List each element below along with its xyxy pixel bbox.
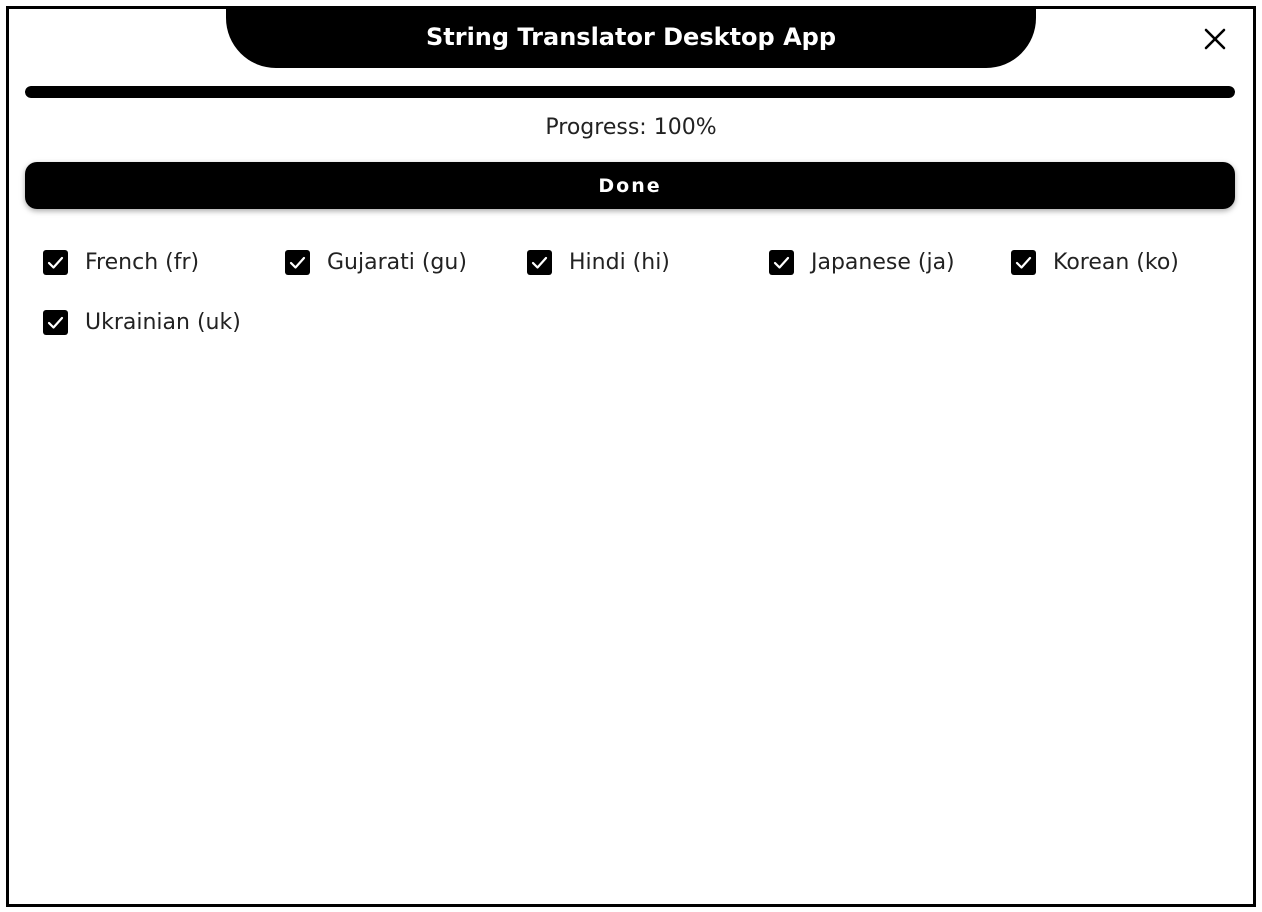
checkmark-icon [47, 256, 64, 269]
language-option[interactable]: Ukrainian (uk) [43, 299, 285, 345]
language-checkbox[interactable] [43, 249, 68, 275]
language-label: Gujarati (gu) [327, 249, 467, 275]
language-list: French (fr) Gujarati (gu) Hindi (hi) Japane… [43, 239, 1253, 359]
checkmark-icon [531, 256, 548, 269]
language-option[interactable]: Hindi (hi) [527, 239, 769, 285]
checkmark-icon [47, 316, 64, 329]
progress-bar [25, 86, 1235, 98]
app-title: String Translator Desktop App [425, 23, 837, 51]
language-label: French (fr) [85, 249, 200, 275]
language-label: Hindi (hi) [569, 249, 670, 275]
language-checkbox[interactable] [285, 249, 310, 275]
checkmark-icon [289, 256, 306, 269]
close-button[interactable] [1201, 25, 1229, 53]
language-option[interactable]: Gujarati (gu) [285, 239, 527, 285]
close-icon [1204, 28, 1226, 50]
progress-label: Progress: 100% [545, 115, 717, 140]
app-window: String Translator Desktop App Progress: … [6, 6, 1256, 907]
language-option[interactable]: Korean (ko) [1011, 239, 1253, 285]
checkmark-icon [773, 256, 790, 269]
language-checkbox[interactable] [527, 249, 552, 275]
progress-bar-fill [25, 86, 1235, 98]
done-button[interactable]: Done [25, 162, 1235, 209]
app-title-bar: String Translator Desktop App [226, 6, 1036, 68]
language-label: Ukrainian (uk) [85, 309, 241, 335]
checkmark-icon [1015, 256, 1032, 269]
language-option[interactable]: French (fr) [43, 239, 285, 285]
language-checkbox[interactable] [43, 309, 68, 335]
language-label: Korean (ko) [1053, 249, 1179, 275]
language-label: Japanese (ja) [811, 249, 955, 275]
language-checkbox[interactable] [1011, 249, 1036, 275]
language-checkbox[interactable] [769, 249, 794, 275]
language-option[interactable]: Japanese (ja) [769, 239, 1011, 285]
